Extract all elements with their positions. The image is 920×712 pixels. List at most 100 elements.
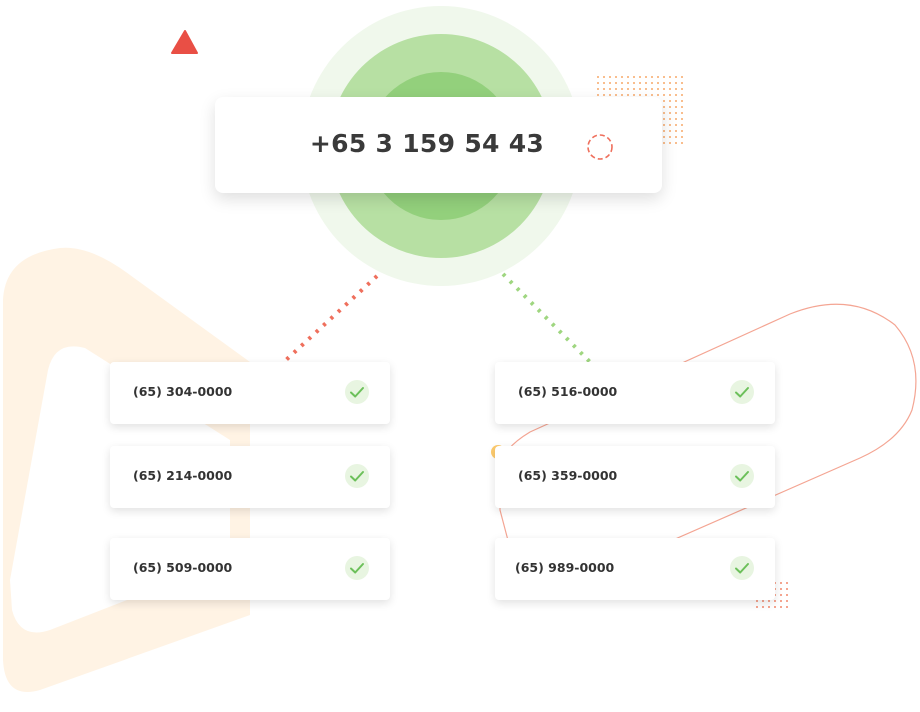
decor-dot	[633, 88, 635, 90]
decor-dot	[762, 606, 764, 608]
decor-dot	[663, 142, 665, 144]
number-label: (65) 214-0000	[133, 468, 233, 483]
decor-dot	[663, 136, 665, 138]
decor-dot	[768, 600, 770, 602]
decor-dot	[627, 82, 629, 84]
decor-dot	[675, 118, 677, 120]
decor-dot	[609, 94, 611, 96]
decor-dot	[633, 82, 635, 84]
number-label: (65) 516-0000	[518, 384, 618, 399]
decor-dot	[762, 600, 764, 602]
decor-dot	[627, 76, 629, 78]
check-icon	[730, 556, 754, 580]
connector-right	[501, 272, 592, 364]
main-number-card[interactable]: +65 3 159 54 43	[215, 97, 662, 193]
number-card[interactable]: (65) 359-0000	[495, 446, 775, 508]
decor-dot	[675, 142, 677, 144]
decor-dot	[645, 82, 647, 84]
decor-dot	[621, 94, 623, 96]
decor-dot	[669, 124, 671, 126]
decor-dot	[663, 130, 665, 132]
decor-dot	[669, 88, 671, 90]
number-label: (65) 304-0000	[133, 384, 233, 399]
decor-dot	[780, 582, 782, 584]
decor-dot	[663, 112, 665, 114]
decor-dot	[675, 106, 677, 108]
decor-dot	[651, 88, 653, 90]
decor-dot	[663, 88, 665, 90]
number-card[interactable]: (65) 516-0000	[495, 362, 775, 424]
number-label: (65) 989-0000	[515, 560, 615, 575]
decor-dot	[651, 82, 653, 84]
number-label: (65) 359-0000	[518, 468, 618, 483]
number-card[interactable]: (65) 304-0000	[110, 362, 390, 424]
decor-dot	[786, 606, 788, 608]
decor-dot	[669, 118, 671, 120]
decor-dot	[651, 76, 653, 78]
decor-dot	[669, 106, 671, 108]
decor-dot	[597, 94, 599, 96]
number-label: (65) 509-0000	[133, 560, 233, 575]
number-card[interactable]: (65) 989-0000	[495, 538, 775, 600]
decor-dot	[633, 76, 635, 78]
crosshair-target-icon	[587, 134, 613, 160]
decor-dot	[675, 112, 677, 114]
decor-dot	[639, 82, 641, 84]
decor-dot	[657, 94, 659, 96]
decor-dot	[603, 82, 605, 84]
decor-dot	[681, 82, 683, 84]
number-card[interactable]: (65) 214-0000	[110, 446, 390, 508]
decor-dot	[621, 76, 623, 78]
decor-dot	[675, 130, 677, 132]
decor-dot	[663, 124, 665, 126]
decor-dot	[669, 112, 671, 114]
decor-dot	[597, 82, 599, 84]
decor-dot	[756, 600, 758, 602]
decor-dot	[645, 76, 647, 78]
decor-dot	[657, 88, 659, 90]
decor-dot	[681, 100, 683, 102]
decor-dot	[669, 130, 671, 132]
decor-dot	[675, 76, 677, 78]
decor-dot	[609, 76, 611, 78]
decor-dot	[786, 594, 788, 596]
decor-dot	[615, 88, 617, 90]
decor-dot	[675, 124, 677, 126]
decor-dot	[663, 94, 665, 96]
decor-dot	[615, 82, 617, 84]
decor-dot	[657, 82, 659, 84]
decor-dot	[681, 118, 683, 120]
decor-dot	[621, 88, 623, 90]
decor-dot	[639, 94, 641, 96]
decor-dot	[597, 76, 599, 78]
decor-dot	[633, 94, 635, 96]
decor-dot	[663, 106, 665, 108]
decor-dot	[681, 76, 683, 78]
check-icon	[345, 464, 369, 488]
decor-dot	[663, 100, 665, 102]
decor-dot	[645, 94, 647, 96]
decor-dot	[780, 600, 782, 602]
decor-dot	[675, 94, 677, 96]
decor-dot	[603, 88, 605, 90]
check-icon	[345, 380, 369, 404]
decor-dot	[681, 88, 683, 90]
check-icon	[345, 556, 369, 580]
decor-dot	[603, 76, 605, 78]
decor-dot	[639, 76, 641, 78]
decor-dot	[663, 82, 665, 84]
decor-dot	[681, 124, 683, 126]
decor-dot	[756, 606, 758, 608]
decor-dot	[768, 606, 770, 608]
connector-left	[284, 274, 379, 362]
number-card[interactable]: (65) 509-0000	[110, 538, 390, 600]
decor-dot	[663, 76, 665, 78]
decor-dot	[780, 606, 782, 608]
decor-dot	[780, 594, 782, 596]
decor-dot	[657, 76, 659, 78]
decor-dot	[615, 76, 617, 78]
check-icon	[730, 464, 754, 488]
decor-dot	[669, 76, 671, 78]
decor-dot	[615, 94, 617, 96]
decor-dot	[639, 88, 641, 90]
